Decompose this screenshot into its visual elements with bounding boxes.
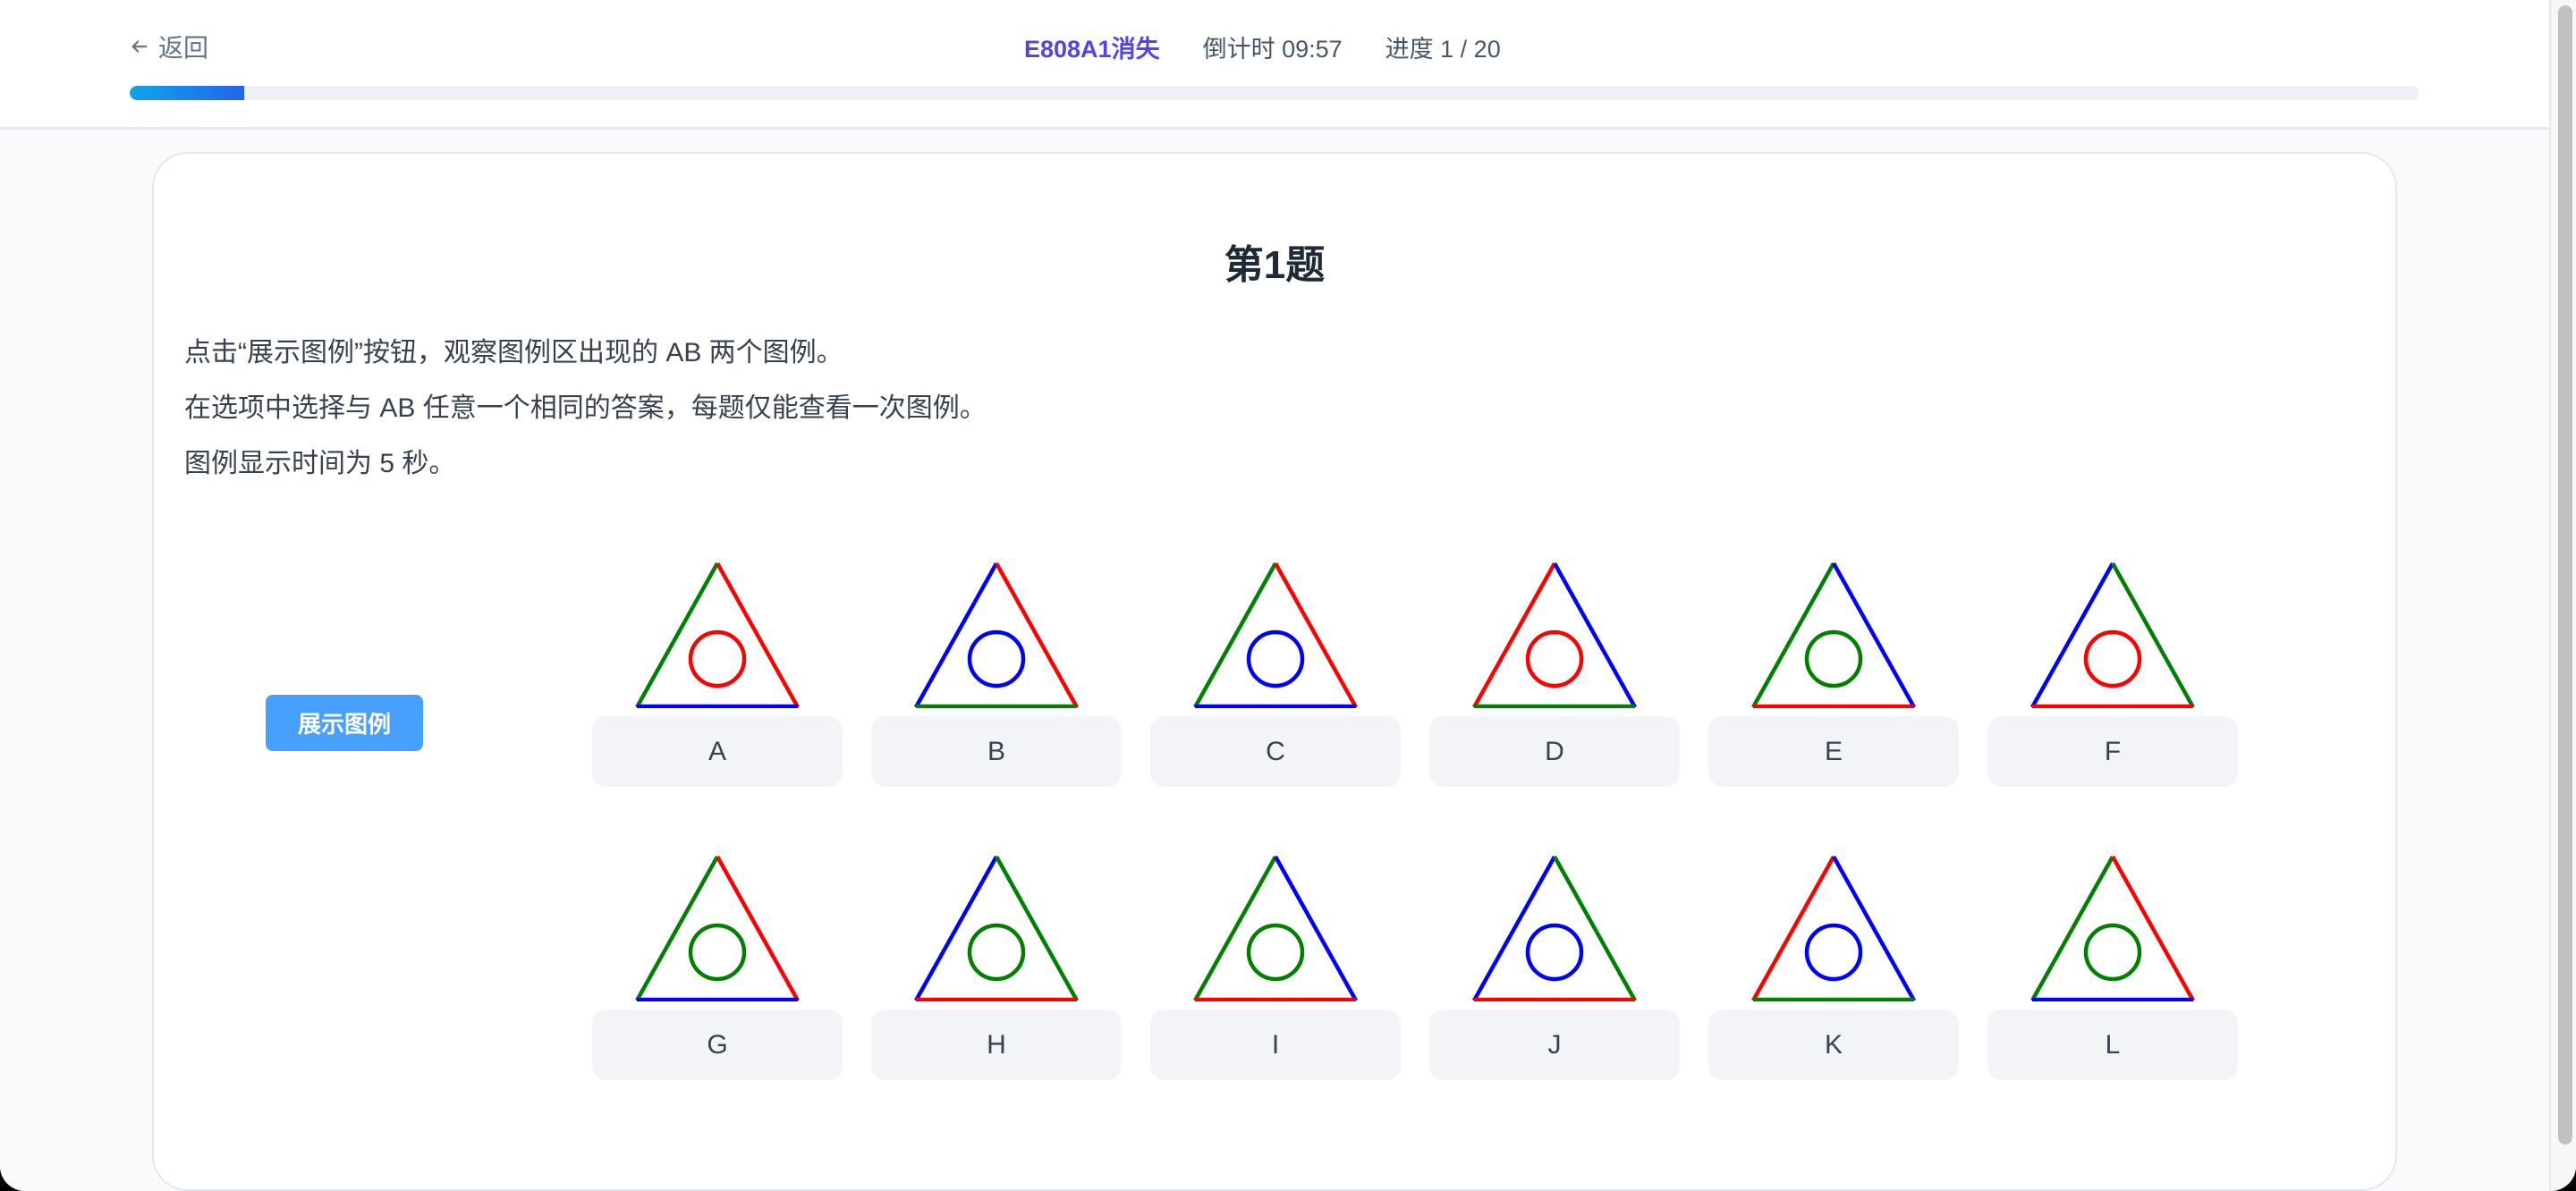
option-g: G xyxy=(592,840,843,1085)
option-i: I xyxy=(1150,840,1401,1085)
triangle-right-edge xyxy=(1832,562,1916,708)
inner-circle xyxy=(1804,923,1863,982)
triangle-left-edge xyxy=(2030,855,2114,1001)
triangle-left-edge xyxy=(1751,562,1835,708)
triangle-circle-figure-icon xyxy=(1193,855,1358,1001)
triangle-right-edge xyxy=(995,855,1079,1001)
option-button-j[interactable]: J xyxy=(1429,1009,1680,1080)
inner-circle xyxy=(967,629,1026,688)
back-button[interactable]: 返回 xyxy=(130,29,208,64)
triangle-circle-figure-icon xyxy=(914,562,1079,708)
option-button-d[interactable]: D xyxy=(1429,716,1680,787)
triangle-right-edge xyxy=(1274,562,1358,708)
option-b: B xyxy=(871,547,1122,792)
option-button-k[interactable]: K xyxy=(1708,1009,1959,1080)
triangle-circle-figure-icon xyxy=(2030,562,2195,708)
inner-circle xyxy=(1246,923,1305,982)
triangle-circle-figure-icon xyxy=(1472,855,1637,1001)
top-header: 返回 E808A1消失 倒计时 09:57 进度 1 / 20 xyxy=(0,0,2549,130)
header-status: E808A1消失 倒计时 09:57 进度 1 / 20 xyxy=(1024,29,1501,64)
triangle-left-edge xyxy=(914,562,998,708)
triangle-left-edge xyxy=(1472,562,1556,708)
option-button-h[interactable]: H xyxy=(871,1009,1122,1080)
triangle-right-edge xyxy=(716,855,800,1001)
inner-circle xyxy=(2083,923,2142,982)
triangle-left-edge xyxy=(914,855,998,1001)
inner-circle xyxy=(967,923,1026,982)
option-d: D xyxy=(1429,547,1680,792)
triangle-circle-figure-icon xyxy=(635,562,800,708)
question-card: 第1题 点击“展示图例”按钮，观察图例区出现的 AB 两个图例。 在选项中选择与… xyxy=(152,152,2397,1191)
quiz-name: E808A1消失 xyxy=(1024,35,1160,63)
option-f: F xyxy=(1987,547,2238,792)
progress-bar-fill xyxy=(130,86,244,100)
inner-circle xyxy=(688,629,747,688)
option-j: J xyxy=(1429,840,1680,1085)
option-button-a[interactable]: A xyxy=(592,716,843,787)
triangle-right-edge xyxy=(2111,855,2195,1001)
triangle-circle-figure-icon xyxy=(1751,855,1916,1001)
option-e: E xyxy=(1708,547,1959,792)
option-k: K xyxy=(1708,840,1959,1085)
inner-circle xyxy=(1525,923,1584,982)
option-button-i[interactable]: I xyxy=(1150,1009,1401,1080)
triangle-circle-figure-icon xyxy=(635,855,800,1001)
triangle-left-edge xyxy=(635,562,719,708)
triangle-right-edge xyxy=(995,562,1079,708)
arrow-left-icon xyxy=(131,40,148,53)
triangle-left-edge xyxy=(1193,855,1277,1001)
progress-counter: 进度 1 / 20 xyxy=(1385,35,1501,63)
triangle-circle-figure-icon xyxy=(1472,562,1637,708)
option-l: L xyxy=(1987,840,2238,1085)
progress-bar xyxy=(130,86,2419,100)
inner-circle xyxy=(1525,629,1584,688)
option-button-b[interactable]: B xyxy=(871,716,1122,787)
instruction-line: 在选项中选择与 AB 任意一个相同的答案，每题仅能查看一次图例。 xyxy=(184,393,987,423)
option-a: A xyxy=(592,547,843,792)
triangle-left-edge xyxy=(1751,855,1835,1001)
triangle-left-edge xyxy=(1472,855,1556,1001)
scrollbar-thumb[interactable] xyxy=(2558,5,2572,1145)
inner-circle xyxy=(2083,629,2142,688)
triangle-left-edge xyxy=(2030,562,2114,708)
show-legend-button[interactable]: 展示图例 xyxy=(266,695,423,751)
triangle-left-edge xyxy=(635,855,719,1001)
triangle-right-edge xyxy=(1832,855,1916,1001)
option-button-e[interactable]: E xyxy=(1708,716,1959,787)
triangle-right-edge xyxy=(1553,562,1637,708)
inner-circle xyxy=(1804,629,1863,688)
back-label: 返回 xyxy=(158,34,209,62)
triangle-circle-figure-icon xyxy=(2030,855,2195,1001)
instructions: 点击“展示图例”按钮，观察图例区出现的 AB 两个图例。 在选项中选择与 AB … xyxy=(184,325,987,492)
countdown-timer: 倒计时 09:57 xyxy=(1202,35,1343,63)
vertical-scrollbar[interactable] xyxy=(2549,0,2576,1191)
instruction-line: 点击“展示图例”按钮，观察图例区出现的 AB 两个图例。 xyxy=(184,338,843,367)
option-button-c[interactable]: C xyxy=(1150,716,1401,787)
triangle-right-edge xyxy=(2111,562,2195,708)
triangle-circle-figure-icon xyxy=(1193,562,1358,708)
triangle-left-edge xyxy=(1193,562,1277,708)
option-button-f[interactable]: F xyxy=(1987,716,2238,787)
triangle-right-edge xyxy=(1553,855,1637,1001)
inner-circle xyxy=(1246,629,1305,688)
option-h: H xyxy=(871,840,1122,1085)
inner-circle xyxy=(688,923,747,982)
triangle-right-edge xyxy=(1274,855,1358,1001)
triangle-circle-figure-icon xyxy=(914,855,1079,1001)
question-title: 第1题 xyxy=(1224,243,1326,287)
triangle-right-edge xyxy=(716,562,800,708)
option-button-l[interactable]: L xyxy=(1987,1009,2238,1080)
instruction-line: 图例显示时间为 5 秒。 xyxy=(184,449,456,478)
option-c: C xyxy=(1150,547,1401,792)
triangle-circle-figure-icon xyxy=(1751,562,1916,708)
option-button-g[interactable]: G xyxy=(592,1009,843,1080)
